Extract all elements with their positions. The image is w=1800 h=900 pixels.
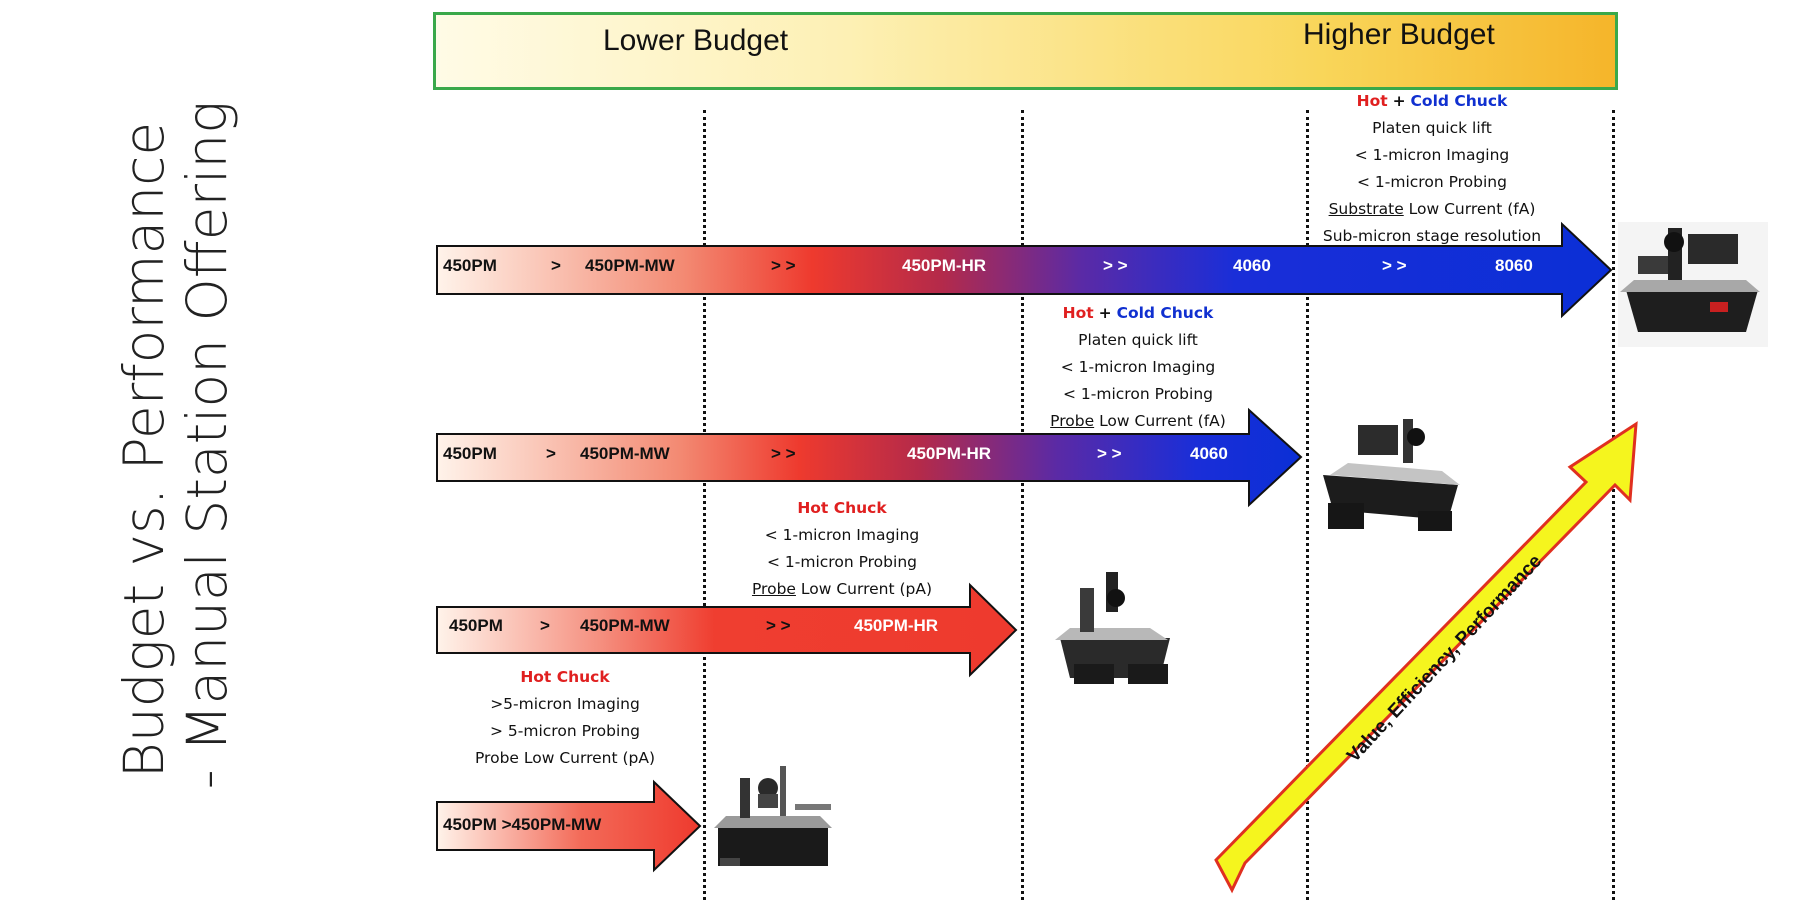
probe-station-icon xyxy=(1323,419,1460,531)
probe-station-icon xyxy=(714,766,832,866)
row-2-separator: > xyxy=(546,444,556,463)
spec-line: < 1-micron Imaging xyxy=(1354,146,1510,164)
divider-line xyxy=(1306,110,1309,900)
spec-chuck: Hot Chuck xyxy=(797,499,887,517)
spec-line: < 1-micron Imaging xyxy=(764,526,920,544)
row-2-model: 4060 xyxy=(1190,444,1228,463)
spec-chuck: Hot + Cold Chuck xyxy=(1356,92,1508,110)
spec-current: Probe Low Current (fA) xyxy=(1050,412,1226,430)
lower-budget-label: Lower Budget xyxy=(603,24,789,57)
row-2-model: 450PM xyxy=(443,444,497,463)
row-1-model: 450PM xyxy=(443,256,497,275)
spec-chuck: Hot + Cold Chuck xyxy=(1062,304,1214,322)
row-2-separator: > > xyxy=(1097,444,1122,463)
spec-line: Platen quick lift xyxy=(1078,331,1198,349)
spec-chuck: Hot Chuck xyxy=(520,668,610,686)
row-1-separator: > > xyxy=(1382,256,1407,275)
spec-line: > 5-micron Probing xyxy=(490,722,640,740)
divider-line xyxy=(1612,110,1615,900)
probe-station-icon xyxy=(1055,572,1170,684)
row-1-model: 8060 xyxy=(1495,256,1533,275)
divider-line xyxy=(1021,110,1024,900)
row-3-separator: > xyxy=(540,616,550,635)
row-2-model: 450PM-HR xyxy=(907,444,992,463)
row-1-separator: > xyxy=(551,256,561,275)
row-3-model: 450PM-HR xyxy=(854,616,939,635)
spec-line: >5-micron Imaging xyxy=(490,695,640,713)
higher-budget-label: Higher Budget xyxy=(1303,18,1495,51)
row-1-model: 450PM-MW xyxy=(585,256,675,275)
row-1-model: 4060 xyxy=(1233,256,1271,275)
row-1-separator: > > xyxy=(771,256,796,275)
roadmap-arrow-row-2 xyxy=(436,407,1303,508)
budget-scale-bar xyxy=(433,12,1618,90)
row-1-specs: Hot + Cold Chuck Platen quick lift < 1-m… xyxy=(1323,88,1541,250)
value-arrow xyxy=(1214,421,1638,894)
row-3-specs: Hot Chuck < 1-micron Imaging < 1-micron … xyxy=(752,495,932,603)
row-1-separator: > > xyxy=(1103,256,1128,275)
roadmap-arrow-row-4 xyxy=(436,779,702,873)
spec-current: Substrate Low Current (fA) xyxy=(1328,200,1536,218)
row-3-model: 450PM xyxy=(449,616,503,635)
row-3-model: 450PM-MW xyxy=(580,616,670,635)
row-2-model: 450PM-MW xyxy=(580,444,670,463)
spec-line: < 1-micron Probing xyxy=(1357,173,1507,191)
row-4-specs: Hot Chuck >5-micron Imaging > 5-micron P… xyxy=(475,664,655,772)
row-1-model: 450PM-HR xyxy=(902,256,987,275)
spec-line: < 1-micron Probing xyxy=(767,553,917,571)
spec-line: Sub-micron stage resolution xyxy=(1322,227,1542,245)
spec-line: Probe Low Current (pA) xyxy=(474,749,656,767)
spec-line: Platen quick lift xyxy=(1372,119,1492,137)
divider-line xyxy=(703,110,706,900)
row-2-specs: Hot + Cold Chuck Platen quick lift < 1-m… xyxy=(1050,300,1226,435)
row-3-separator: > > xyxy=(766,616,791,635)
spec-line: < 1-micron Imaging xyxy=(1060,358,1216,376)
probe-station-icon xyxy=(1618,222,1768,347)
spec-line: < 1-micron Probing xyxy=(1063,385,1213,403)
row-2-separator: > > xyxy=(771,444,796,463)
roadmap-arrow-row-1 xyxy=(436,221,1613,319)
roadmap-arrow-row-3 xyxy=(436,582,1018,678)
spec-current: Probe Low Current (pA) xyxy=(751,580,933,598)
row-4-model: 450PM >450PM-MW xyxy=(443,815,602,834)
